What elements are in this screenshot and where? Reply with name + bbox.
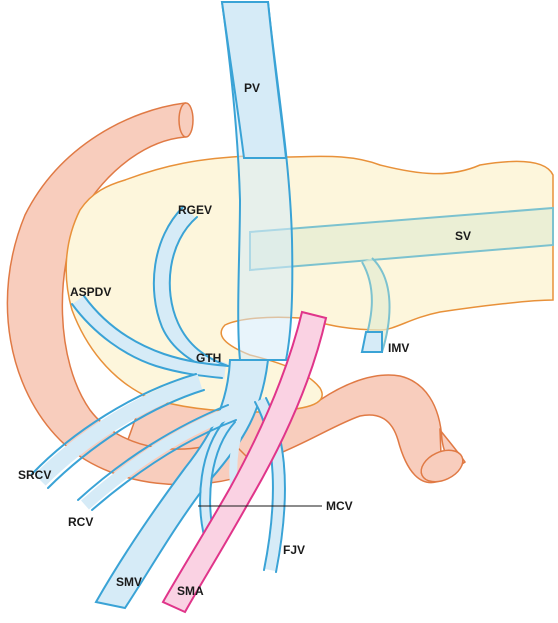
portal-vein-top xyxy=(220,1,288,159)
label-srcv: SRCV xyxy=(18,468,51,482)
label-rgev: RGEV xyxy=(178,203,212,217)
duodenum-opening xyxy=(178,102,194,138)
superior-mesenteric-artery xyxy=(161,310,328,614)
label-mcv: MCV xyxy=(326,499,353,513)
label-sv: SV xyxy=(455,229,471,243)
label-imv: IMV xyxy=(388,341,409,355)
label-rcv: RCV xyxy=(68,515,93,529)
label-sma: SMA xyxy=(177,584,204,598)
gastrocolic-trunk xyxy=(31,206,237,511)
label-aspdv: ASPDV xyxy=(70,285,111,299)
label-pv: PV xyxy=(244,81,260,95)
imv-lower xyxy=(360,331,383,353)
label-gth: GTH xyxy=(196,351,221,365)
jejunum-opening xyxy=(420,449,464,483)
label-smv: SMV xyxy=(116,575,142,589)
label-fjv: FJV xyxy=(283,543,305,557)
